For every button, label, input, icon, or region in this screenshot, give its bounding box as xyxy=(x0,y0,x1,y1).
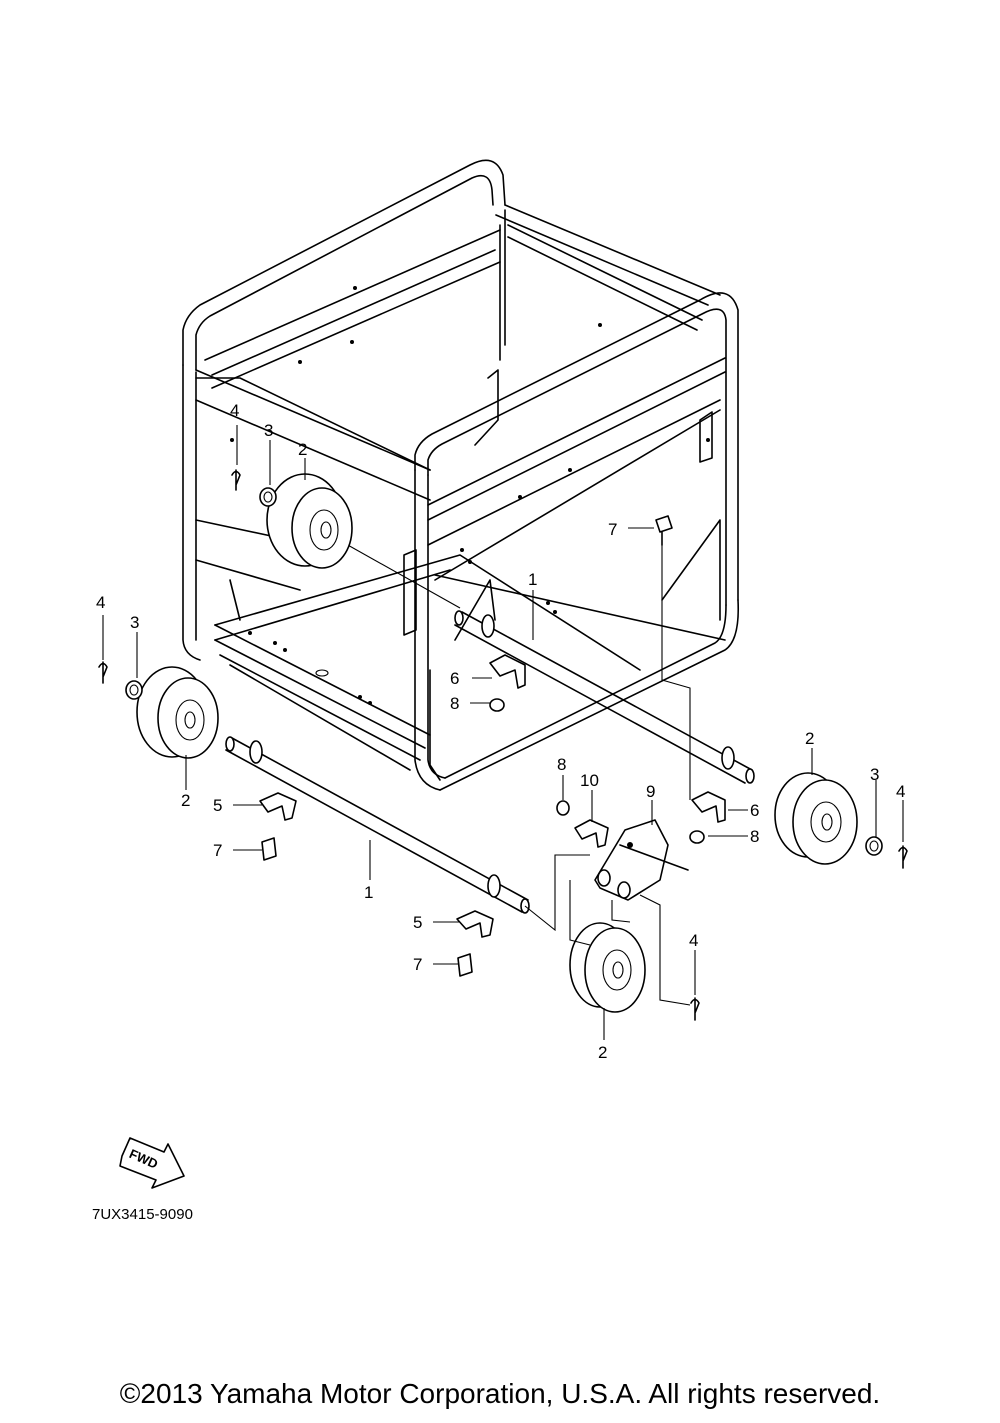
callout-5: 5 xyxy=(413,913,422,932)
leader-lines xyxy=(102,425,904,1040)
callout-3: 3 xyxy=(264,421,273,440)
callout-4: 4 xyxy=(96,593,105,612)
callout-6: 6 xyxy=(750,801,759,820)
callout-6: 6 xyxy=(450,669,459,688)
brackets xyxy=(259,654,726,938)
callout-1: 1 xyxy=(528,570,537,589)
wheel-right xyxy=(774,772,858,865)
callout-4: 4 xyxy=(230,401,239,420)
callout-4: 4 xyxy=(896,782,905,801)
axle-upper xyxy=(329,534,755,784)
bolts-nuts xyxy=(261,515,705,977)
callout-4: 4 xyxy=(689,931,698,950)
callout-labels: 4 3 2 4 3 2 1 7 6 8 2 3 4 6 8 8 10 9 5 7… xyxy=(96,401,905,1062)
callout-2: 2 xyxy=(805,729,814,748)
callout-3: 3 xyxy=(130,613,139,632)
copyright-notice: ©2013 Yamaha Motor Corporation, U.S.A. A… xyxy=(119,1378,881,1409)
callout-8: 8 xyxy=(750,827,759,846)
callout-9: 9 xyxy=(646,782,655,801)
washer-parts xyxy=(125,487,883,856)
callout-3: 3 xyxy=(870,765,879,784)
callout-10: 10 xyxy=(580,771,599,790)
callout-8: 8 xyxy=(450,694,459,713)
callout-2: 2 xyxy=(298,440,307,459)
callout-8: 8 xyxy=(557,755,566,774)
callout-2: 2 xyxy=(181,791,190,810)
callout-2: 2 xyxy=(598,1043,607,1062)
cotter-pins xyxy=(98,469,908,1021)
fwd-arrow-icon: FWD xyxy=(119,1137,185,1189)
wheel-front xyxy=(569,922,646,1013)
wheel-upper-left xyxy=(266,473,353,569)
callout-7: 7 xyxy=(608,520,617,539)
callout-7: 7 xyxy=(213,841,222,860)
frame-assembly xyxy=(182,159,740,791)
axle-lower xyxy=(225,736,530,914)
callout-1: 1 xyxy=(364,883,373,902)
callout-5: 5 xyxy=(213,796,222,815)
wheel-lower-left xyxy=(136,666,219,759)
caster-bracket xyxy=(594,819,689,901)
callout-7: 7 xyxy=(413,955,422,974)
part-code: 7UX3415-9090 xyxy=(92,1206,193,1223)
